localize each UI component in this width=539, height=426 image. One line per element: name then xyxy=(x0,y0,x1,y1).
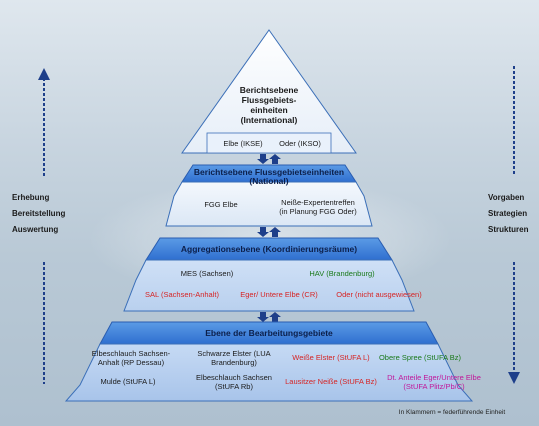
processing-title: Ebene der Bearbeitungsgebiete xyxy=(205,328,333,338)
aggregation-item-eger: Eger/ Untere Elbe (CR) xyxy=(240,290,318,299)
processing-item-schwarze-elster-1: Schwarze Elster (LUA xyxy=(197,349,271,358)
national-item-fgg-oder: (in Planung FGG Oder) xyxy=(279,207,357,216)
footnote: In Klammern = federführende Einheit xyxy=(398,409,506,416)
national-title: Berichtsebene Flussgebietseinheiten xyxy=(193,167,345,177)
left-label-erhebung: Erhebung xyxy=(12,193,50,202)
processing-item-mulde: Mulde (StUFA L) xyxy=(100,377,156,386)
processing-item-weisse-elster: Weiße Elster (StUFA L) xyxy=(292,353,370,362)
right-label-strategien: Strategien xyxy=(488,209,528,218)
left-label-auswertung: Auswertung xyxy=(12,225,59,234)
aggregation-item-mes: MES (Sachsen) xyxy=(180,269,234,278)
national-subtitle: (National) xyxy=(249,176,289,186)
processing-item-schwarze-elster-2: Brandenburg) xyxy=(211,358,257,367)
processing-item-elbeschlauch-sachsen-2: (StUFA Rb) xyxy=(215,382,253,391)
international-title-4: (International) xyxy=(240,115,298,125)
processing-item-elbeschlauch-sa-1: Elbeschlauch Sachsen- xyxy=(91,349,171,358)
international-title-2: Flussgebiets- xyxy=(241,95,297,105)
processing-item-eger-dt-2: (StUFA Plitz/Pb/C) xyxy=(403,382,465,391)
level-processing-band xyxy=(64,343,474,402)
international-title-1: Berichtsebene xyxy=(239,85,299,95)
level-national-band xyxy=(165,181,373,227)
processing-item-elbeschlauch-sa-2: Anhalt (RP Dessau) xyxy=(97,358,165,367)
international-item-oder: Oder (IKSO) xyxy=(279,139,321,148)
aggregation-item-hav: HAV (Brandenburg) xyxy=(309,269,375,278)
connector-arrows-1 xyxy=(257,154,281,164)
right-label-vorgaben: Vorgaben xyxy=(488,193,525,202)
aggregation-item-sal: SAL (Sachsen-Anhalt) xyxy=(145,290,219,299)
connector-arrows-2 xyxy=(257,227,281,237)
aggregation-item-oder: Oder (nicht ausgewiesen) xyxy=(336,290,422,299)
processing-item-obere-spree: Obere Spree (StUFA Bz) xyxy=(378,353,462,362)
left-up-arrow xyxy=(38,68,50,384)
international-item-elbe: Elbe (IKSE) xyxy=(223,139,263,148)
right-down-arrow xyxy=(508,66,520,384)
aggregation-title: Aggregationsebene (Koordinierungsräume) xyxy=(180,244,358,254)
processing-item-lausitzer-neisse: Lausitzer Neiße (StUFA Bz) xyxy=(285,377,377,386)
level-aggregation-band xyxy=(123,259,415,312)
level-international-items-band xyxy=(206,132,332,154)
processing-item-eger-dt-1: Dt. Anteile Eger/Untere Elbe xyxy=(387,373,481,382)
right-label-strukturen: Strukturen xyxy=(488,225,529,234)
national-item-neisse: Neiße-Expertentreffen xyxy=(281,198,355,207)
international-title-3: einheiten xyxy=(250,105,288,115)
left-label-bereitstellung: Bereitstellung xyxy=(12,209,66,218)
national-item-fgg-elbe: FGG Elbe xyxy=(204,200,238,209)
processing-item-elbeschlauch-sachsen-1: Elbeschlauch Sachsen xyxy=(196,373,272,382)
connector-arrows-3 xyxy=(257,312,281,322)
